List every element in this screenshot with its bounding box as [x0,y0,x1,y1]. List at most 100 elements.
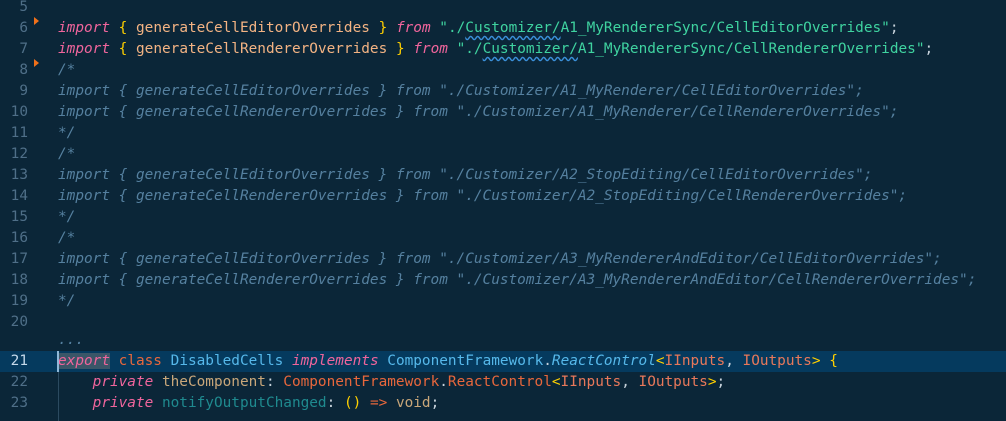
token: notifyOutputChanged [161,395,327,411]
token [127,41,136,57]
token: */ [58,209,76,225]
token: import { generateCellEditorOverrides } f… [58,167,873,183]
token: import { generateCellRendererOverrides }… [58,272,977,288]
line-number: 20 [10,314,28,330]
code-line[interactable]: 13 import { generateCellEditorOverrides }… [0,165,1006,186]
line-number: 21 [10,353,28,369]
fold-marker-icon[interactable] [34,17,39,25]
token: IInputs [560,374,622,390]
code-text: */ [58,207,75,228]
token: ... [58,332,84,348]
token: export [58,353,110,369]
code-text: private notifyOutputChanged: () => void; [58,393,440,414]
line-number: 8 [19,62,28,78]
token: theComponent [161,374,266,390]
code-line[interactable]: 15*/ [0,207,1006,228]
token [361,395,370,411]
code-line[interactable]: 11 */ [0,123,1006,144]
token: ComponentFramework [387,353,544,369]
line-number: 9 [19,83,28,99]
token: Customizer/ [465,20,561,36]
token [58,395,93,411]
token: import { generateCellEditorOverrides } f… [58,83,864,99]
line-number: 5 [19,0,28,15]
line-number: 11 [10,125,28,141]
code-line[interactable]: ... [0,330,1006,351]
line-number: 19 [10,293,28,309]
code-line[interactable]: 10 import { generateCellRendererOverrides… [0,102,1006,123]
code-line[interactable]: 17 import { generateCellEditorOverrides }… [0,249,1006,270]
code-line[interactable]: 12 /* [0,144,1006,165]
code-line[interactable]: 20 [0,312,1006,333]
indent-guide [58,372,59,421]
token: /* [58,230,76,246]
token: , [725,353,743,369]
token: > [811,353,821,369]
code-line[interactable]: 8 /* [0,60,1006,81]
token: void [395,395,431,411]
token [405,41,414,57]
token: { [118,41,128,57]
code-text: ... [58,330,84,351]
code-line[interactable]: 5 [0,0,1006,18]
token: ReactControl [447,374,552,390]
token: Customizer/ [482,41,578,57]
token: generateCellEditorOverrides [136,20,370,36]
code-line[interactable]: 16/* [0,228,1006,249]
token: { [118,20,128,36]
token: implements [291,353,379,369]
token: */ [58,125,76,141]
code-text: /* [58,60,75,81]
token: "./ [439,20,466,36]
token: import { generateCellEditorOverrides } f… [58,251,942,267]
line-number: 13 [10,167,28,183]
line-number: 12 [10,146,28,162]
token: class [118,353,162,369]
token [387,395,396,411]
token: : [265,374,284,390]
fold-marker-icon[interactable] [34,59,39,67]
token: () [343,395,362,411]
token: < [551,374,561,390]
token: from [395,20,431,36]
token: . [439,374,448,390]
code-text: /* [58,144,75,165]
line-number: 23 [10,395,28,411]
token: DisabledCells [170,353,284,369]
token: ; [924,41,934,57]
code-text: import { generateCellRendererOverrides }… [58,270,976,291]
token: ; [430,395,440,411]
code-line[interactable]: 23 private notifyOutputChanged: () => vo… [0,393,1006,414]
code-text: import { generateCellEditorOverrides } f… [58,81,864,102]
token: ReactControl [551,353,656,369]
token: generateCellRendererOverrides [136,41,388,57]
token: ; [716,374,726,390]
token [162,353,171,369]
token [283,353,292,369]
token [387,20,396,36]
code-text: import { generateCellRendererOverrides }… [58,102,898,123]
code-line[interactable]: 19 */ [0,291,1006,312]
token: A1_MyRendererSync/CellEditorOverrides" [560,20,890,36]
line-number: 14 [10,188,28,204]
token: ; [889,20,899,36]
token [379,353,388,369]
code-text: import { generateCellEditorOverrides } f… [58,18,899,39]
token [821,353,830,369]
line-number: 10 [10,104,28,120]
token: */ [58,293,76,309]
token: ComponentFramework [283,374,440,390]
token: import [58,20,110,36]
code-text: import { generateCellEditorOverrides } f… [58,249,942,270]
code-line[interactable]: 9 import { generateCellEditorOverrides } … [0,81,1006,102]
line-number: 17 [10,251,28,267]
token [127,20,136,36]
code-line[interactable]: 22 private theComponent: ComponentFramew… [0,372,1006,393]
code-text: import { generateCellRendererOverrides }… [58,39,933,60]
token: A1_MyRendererSync/CellRendererOverrides" [577,41,925,57]
